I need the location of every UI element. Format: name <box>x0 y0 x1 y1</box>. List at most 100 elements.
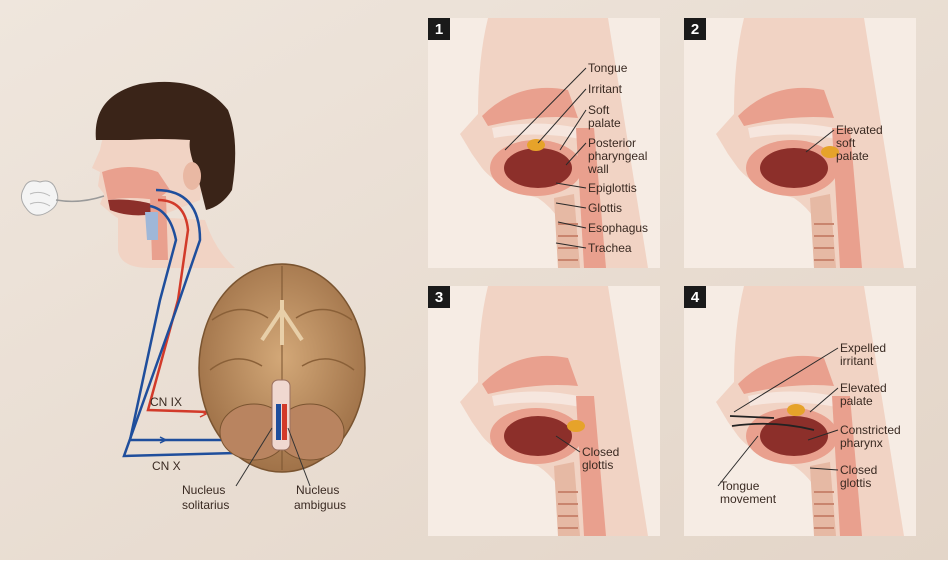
oral-cavity <box>504 416 572 456</box>
nasal-tissue <box>482 355 578 394</box>
panel-label: Glottis <box>588 201 622 215</box>
label-leader <box>807 429 839 441</box>
ear <box>183 162 201 190</box>
label-leader <box>809 387 839 413</box>
panel-label: Closed <box>582 445 619 459</box>
nasal-tissue <box>482 87 578 126</box>
nucleus-solitarius-marker <box>276 404 281 440</box>
panel-label: palate <box>836 149 869 163</box>
panel-label: movement <box>720 492 777 506</box>
panel-number: 2 <box>691 21 699 38</box>
panel-label: Elevated <box>840 381 887 395</box>
nucleus-solitarius-label-1: Nucleus <box>182 483 225 497</box>
trachea <box>810 462 836 536</box>
trachea <box>554 194 580 268</box>
panel-number: 3 <box>435 289 443 306</box>
panel-number: 4 <box>691 289 700 306</box>
cotton-swab-icon <box>20 180 105 216</box>
brain-gyri <box>209 308 355 371</box>
label-leader <box>805 129 835 153</box>
oral-cavity <box>504 148 572 188</box>
label-leader <box>504 67 587 151</box>
pharyngeal-wall <box>832 128 862 268</box>
label-leader <box>565 142 587 166</box>
trachea <box>810 194 836 268</box>
panel-number-badge <box>684 18 706 40</box>
panel-label: palate <box>588 116 621 130</box>
panel-label: Tongue <box>720 479 760 493</box>
label-leader <box>717 435 759 487</box>
cranial-nerve-roots <box>260 300 304 345</box>
palate <box>492 391 588 408</box>
cn10-nerve-a <box>128 204 268 442</box>
irritant <box>787 404 805 416</box>
cn10-arrow <box>159 436 168 444</box>
oral-cavity <box>760 148 828 188</box>
oral-cavity <box>760 416 828 456</box>
pharyngeal-wall <box>832 396 862 536</box>
panel-label: glottis <box>840 476 871 490</box>
nucleus-solitarius-label-2: solitarius <box>182 498 229 512</box>
panel-label: Tongue <box>588 61 628 75</box>
nasal-cavity <box>102 167 170 200</box>
leader-solitarius <box>235 427 273 487</box>
panel-1: 1TongueIrritantSoftpalatePosteriorpharyn… <box>428 18 660 268</box>
panel-number-badge <box>428 18 450 40</box>
label-leader <box>809 467 839 471</box>
oral-cavity <box>108 199 154 216</box>
irritant <box>567 420 585 432</box>
nasal-tissue <box>738 87 834 126</box>
panel-label: pharyngeal <box>588 149 647 163</box>
panel-label: Closed <box>840 463 877 477</box>
panel-label: Irritant <box>588 82 623 96</box>
panel-label: Trachea <box>588 241 632 255</box>
cn9-label: CN IX <box>150 395 182 409</box>
brain-illustration <box>198 263 366 487</box>
label-leader <box>559 109 587 151</box>
panel-label: Elevated <box>836 123 883 137</box>
panel-4: 4ExpelledirritantElevatedpalateConstrict… <box>684 286 916 536</box>
nerve-pathways <box>122 188 273 458</box>
panel-label: palate <box>840 394 873 408</box>
panel-label: glottis <box>582 458 613 472</box>
pharyngeal-wall <box>576 396 606 536</box>
panel-number-badge <box>684 286 706 308</box>
label-leader <box>555 182 587 189</box>
pharyngeal-wall <box>576 128 606 268</box>
panel-label: wall <box>587 162 609 176</box>
leader-ambiguus <box>287 427 311 487</box>
label-leader <box>733 347 839 413</box>
trachea <box>554 462 580 536</box>
label-leader <box>557 221 587 229</box>
panel-label: soft <box>836 136 856 150</box>
panel-label: pharynx <box>840 436 883 450</box>
nucleus-ambiguus-label-1: Nucleus <box>296 483 339 497</box>
larynx <box>145 212 158 240</box>
expulsion-arrow <box>729 415 775 419</box>
panel-label: Expelled <box>840 341 886 355</box>
cn9-nerve <box>146 198 273 416</box>
nucleus-ambiguus-label-2: ambiguus <box>294 498 346 512</box>
irritant <box>527 139 545 151</box>
panel-number-badge <box>428 286 450 308</box>
palate <box>748 123 844 140</box>
panel-label: Soft <box>588 103 610 117</box>
panel-number: 1 <box>435 21 443 38</box>
tongue-movement-arrow <box>731 422 815 431</box>
cn10-nerve-b <box>122 188 273 458</box>
cn9-arrow <box>199 410 208 418</box>
label-leader <box>555 202 587 209</box>
panel-label: Posterior <box>588 136 636 150</box>
nucleus-ambiguus-marker <box>282 404 287 440</box>
label-leader <box>555 242 587 249</box>
irritant <box>821 146 839 158</box>
cn10-label: CN X <box>152 459 181 473</box>
label-leader <box>555 435 581 453</box>
panel-label: Constricted <box>840 423 901 437</box>
panel-label: irritant <box>840 354 874 368</box>
panel-label: Esophagus <box>588 221 648 235</box>
